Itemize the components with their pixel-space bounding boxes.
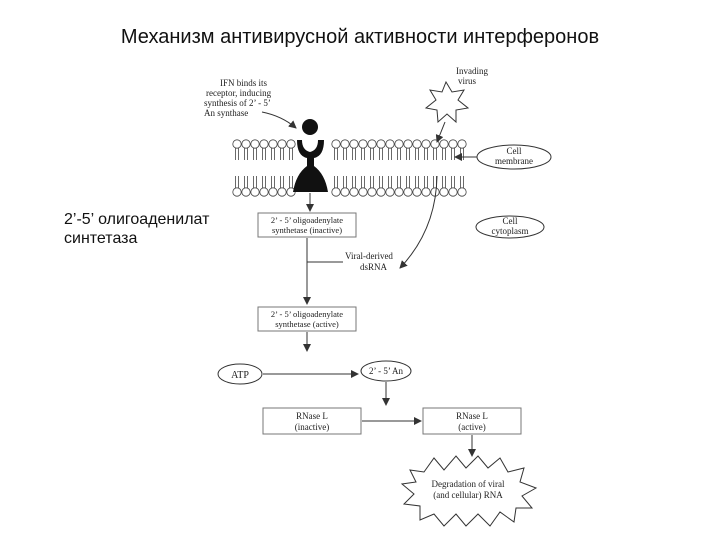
lipid-head: [448, 139, 458, 149]
lipid-head: [421, 187, 431, 197]
virus-entry-arrow: [435, 121, 446, 143]
lipid-head: [412, 187, 422, 197]
lipid-head: [367, 139, 377, 149]
ifn-note-line-3: synthesis of 2’ - 5’: [204, 98, 271, 108]
synthetase-caption-line-2: синтетаза: [64, 230, 138, 247]
ifn-note-line-1: IFN binds its: [220, 78, 268, 88]
lipid-head: [286, 139, 296, 149]
lipid-head: [340, 187, 350, 197]
lipid-head: [241, 139, 251, 149]
lipid-head: [358, 139, 368, 149]
lipid-head: [394, 187, 404, 197]
lipid-head: [331, 139, 341, 149]
lipid-head: [232, 139, 242, 149]
synthetase-active-box: [257, 306, 357, 332]
synthetase-caption: 2’-5’ олигоаденилат синтетаза: [64, 210, 244, 248]
rnase-active-line-2: (active): [458, 422, 485, 432]
degradation-line-2: (and cellular) RNA: [433, 490, 503, 500]
lipid-head: [385, 187, 395, 197]
dsrna-to-activation-line: [303, 261, 343, 305]
synthetase-active-line-2: synthetase (active): [275, 319, 339, 329]
two-five-an-oval: [360, 360, 412, 382]
lipid-head: [331, 187, 341, 197]
lipid-head: [340, 139, 350, 149]
lipid-head: [232, 187, 242, 197]
lipid-head: [367, 187, 377, 197]
viral-dsrna-line-2: dsRNA: [360, 262, 388, 272]
two-five-an-label: 2’ - 5’ An: [369, 366, 403, 376]
virus-starburst: [424, 80, 470, 124]
lipid-head: [403, 187, 413, 197]
cell-cytoplasm-label-oval: [475, 215, 545, 239]
degradation-line-1: Degradation of viral: [432, 479, 505, 489]
lipid-head: [376, 139, 386, 149]
lipid-head: [358, 187, 368, 197]
atp-label: ATP: [231, 370, 249, 381]
lipid-head: [403, 139, 413, 149]
rnase-inactive-line-2: (inactive): [295, 422, 329, 432]
atp-oval: [217, 363, 263, 385]
rnase-active-box: [422, 407, 522, 435]
lipid-head: [241, 187, 251, 197]
cell-membrane-label-line-1: Cell: [507, 146, 522, 156]
lipid-head: [457, 187, 467, 197]
rnase-active-line-1: RNase L: [456, 411, 488, 421]
lipid-head: [421, 139, 431, 149]
synthetase-caption-line-1: 2’-5’ олигоаденилат: [64, 211, 210, 228]
lipid-head: [439, 187, 449, 197]
lipid-head: [412, 139, 422, 149]
ifn-receptor: [293, 119, 328, 192]
rnase-inactive-box: [262, 407, 362, 435]
lipid-head: [439, 139, 449, 149]
cell-membrane-bilayer: [232, 139, 467, 197]
lipid-head: [376, 187, 386, 197]
viral-dsrna-line-1: Viral-derived: [345, 251, 393, 261]
cell-cytoplasm-label-line-2: cytoplasm: [492, 226, 529, 236]
ifn-note-line-4: An synthase: [204, 108, 248, 118]
lipid-head: [268, 187, 278, 197]
synthetase-active-line-1: 2’ - 5’ oligoadenylate: [271, 309, 343, 319]
lipid-head: [268, 139, 278, 149]
rnase-inactive-line-1: RNase L: [296, 411, 328, 421]
synthetase-inactive-box: [257, 212, 357, 238]
lipid-head: [448, 187, 458, 197]
cell-membrane-label-line-2: membrane: [495, 156, 533, 166]
synthetase-inactive-line-2: synthetase (inactive): [272, 225, 342, 235]
virus-label-line-2: virus: [458, 76, 476, 86]
lipid-head: [259, 187, 269, 197]
lipid-head: [277, 187, 287, 197]
degradation-burst: [400, 455, 538, 527]
virus-to-dsrna-curve: [399, 175, 438, 269]
lipid-head: [394, 139, 404, 149]
lipid-head: [250, 187, 260, 197]
lipid-head: [457, 139, 467, 149]
lipid-head: [349, 187, 359, 197]
cell-cytoplasm-label-line-1: Cell: [503, 216, 518, 226]
synthetase-inactive-line-1: 2’ - 5’ oligoadenylate: [271, 215, 343, 225]
lipid-head: [250, 139, 260, 149]
lipid-head: [430, 139, 440, 149]
virus-label-line-1: Invading: [456, 66, 488, 76]
ifn-note-arrow: [261, 111, 297, 129]
lipid-head: [277, 139, 287, 149]
lipid-head: [349, 139, 359, 149]
lipid-head: [385, 139, 395, 149]
slide-title: Механизм антивирусной активности интерфе…: [120, 26, 600, 48]
lipid-head: [259, 139, 269, 149]
ifn-note-line-2: receptor, inducing: [206, 88, 272, 98]
